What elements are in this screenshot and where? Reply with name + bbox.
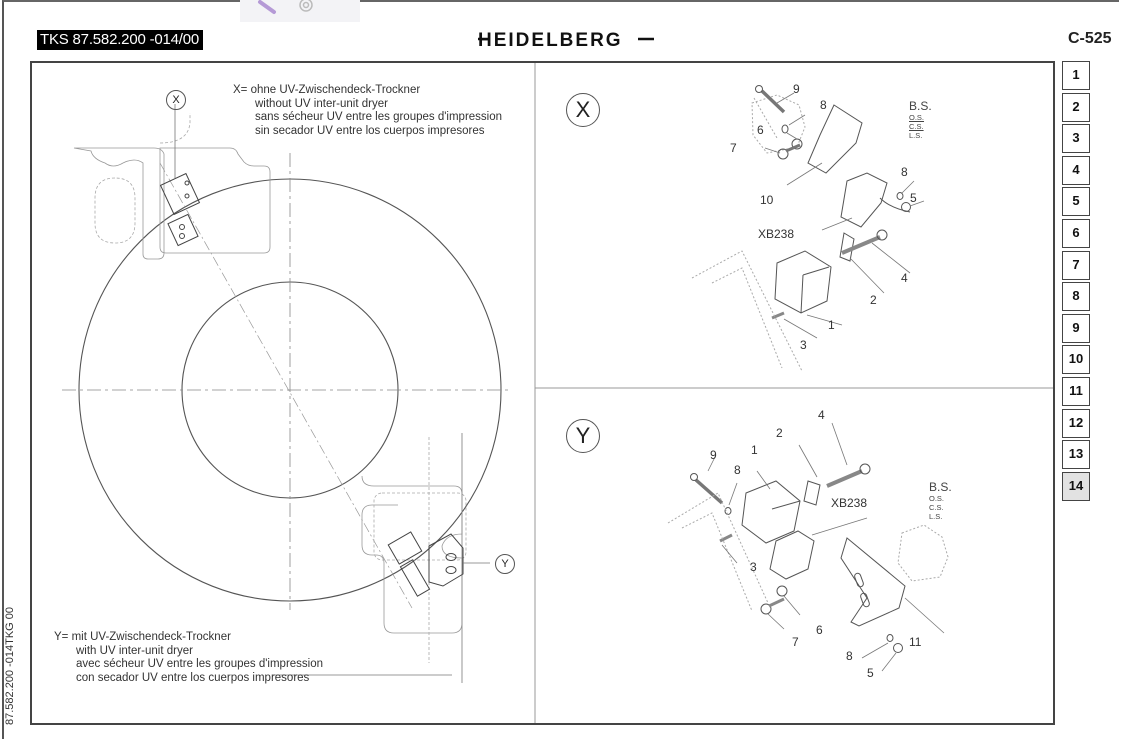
callout-x-2: 2 — [870, 293, 877, 307]
legend-y: Y= mit UV-Zwischendeck-Trockner with UV … — [54, 631, 323, 685]
callout-y-7: 7 — [792, 635, 799, 649]
exploded-view-x — [691, 85, 925, 372]
tab-13[interactable]: 13 — [1062, 440, 1090, 470]
tab-3[interactable]: 3 — [1062, 124, 1090, 154]
callout-x-5: 5 — [910, 191, 917, 205]
bs-main: B.S. — [909, 99, 932, 113]
callout-y-3: 3 — [750, 560, 757, 574]
legend-y-line-3: avec sécheur UV entre les groupes d'impr… — [76, 658, 324, 670]
drawing-frame: X Y X Y 9 8 6 7 10 8 5 XB238 4 2 1 3 B.S… — [30, 61, 1055, 725]
toolbar-overlay — [240, 0, 360, 22]
callout-x-3: 3 — [800, 338, 807, 352]
tab-4[interactable]: 4 — [1062, 155, 1090, 185]
bs-os: O.S. — [929, 494, 945, 503]
overview-marker-y: Y — [495, 554, 515, 574]
tab-12[interactable]: 12 — [1062, 408, 1090, 438]
legend-x-line-2: without UV inter-unit dryer — [255, 97, 388, 110]
callout-y-6: 6 — [816, 623, 823, 637]
tab-2[interactable]: 2 — [1062, 92, 1090, 122]
callout-x-8b: 8 — [901, 165, 908, 179]
overview-drawing — [62, 104, 510, 683]
bs-cs: C.S. — [909, 122, 924, 131]
bs-ls: L.S. — [909, 131, 923, 140]
tab-8[interactable]: 8 — [1062, 282, 1090, 312]
callout-x-9: 9 — [793, 82, 800, 96]
bs-cs: C.S. — [929, 503, 944, 512]
callout-x-8a: 8 — [820, 98, 827, 112]
callout-x-6: 6 — [757, 123, 764, 137]
tab-11[interactable]: 11 — [1062, 376, 1090, 406]
legend-y-line-4: con secador UV entre los cuerpos impreso… — [76, 671, 310, 684]
callout-y-2: 2 — [776, 426, 783, 440]
legend-x-line-1: X= ohne UV-Zwischendeck-Trockner — [233, 84, 421, 96]
legend-y-line-2: with UV inter-unit dryer — [76, 644, 193, 657]
callout-x-10: 10 — [760, 193, 774, 207]
callout-y-5: 5 — [867, 666, 874, 680]
bs-ls: L.S. — [929, 512, 943, 521]
callout-y-9: 9 — [710, 448, 717, 462]
callout-y-xb238: XB238 — [831, 496, 868, 510]
callout-x-1: 1 — [828, 318, 835, 332]
tab-14[interactable]: 14 — [1062, 471, 1090, 501]
callout-x-xb238: XB238 — [758, 227, 795, 241]
exploded-view-y — [667, 422, 949, 672]
callout-x-7: 7 — [730, 141, 737, 155]
search-icon[interactable] — [258, 0, 276, 14]
callout-x-4: 4 — [901, 271, 908, 285]
tab-10[interactable]: 10 — [1062, 345, 1090, 375]
page-tabs: 1 2 3 4 5 6 7 8 9 10 11 12 13 14 — [1062, 61, 1090, 503]
legend-y-line-1: Y= mit UV-Zwischendeck-Trockner — [54, 631, 231, 643]
tab-1[interactable]: 1 — [1062, 61, 1090, 90]
page-code: C-525 — [1068, 30, 1112, 47]
view-x-label: X — [566, 93, 600, 127]
callout-y-4: 4 — [818, 408, 825, 422]
bs-main: B.S. — [929, 480, 952, 494]
callout-y-11: 11 — [909, 635, 922, 649]
callout-y-1: 1 — [751, 443, 758, 457]
bs-block-y: B.S. O.S. C.S. L.S. — [929, 480, 952, 522]
callout-y-8a: 8 — [734, 463, 741, 477]
overview-marker-x: X — [166, 90, 186, 110]
legend-x-line-4: sin secador UV entre los cuerpos impreso… — [255, 124, 485, 137]
tab-9[interactable]: 9 — [1062, 313, 1090, 343]
view-y-label: Y — [566, 419, 600, 453]
heidelberg-logo: HEIDELBERG — [474, 28, 658, 57]
document-id: TKS 87.582.200 -014/00 — [37, 30, 204, 50]
gear-icon[interactable] — [299, 0, 313, 12]
bs-os: O.S. — [909, 113, 925, 122]
callout-y-8b: 8 — [846, 649, 853, 663]
bs-block-x: B.S. O.S. C.S. L.S. — [909, 99, 932, 141]
legend-x-line-3: sans sécheur UV entre les groupes d'impr… — [255, 111, 503, 123]
tab-7[interactable]: 7 — [1062, 250, 1090, 280]
tab-6[interactable]: 6 — [1062, 218, 1090, 248]
svg-text:HEIDELBERG: HEIDELBERG — [478, 30, 623, 51]
legend-x: X= ohne UV-Zwischendeck-Trockner without… — [233, 84, 502, 138]
side-document-code: 87.582.200 -014TKG 00 — [4, 606, 16, 725]
tab-5[interactable]: 5 — [1062, 187, 1090, 217]
